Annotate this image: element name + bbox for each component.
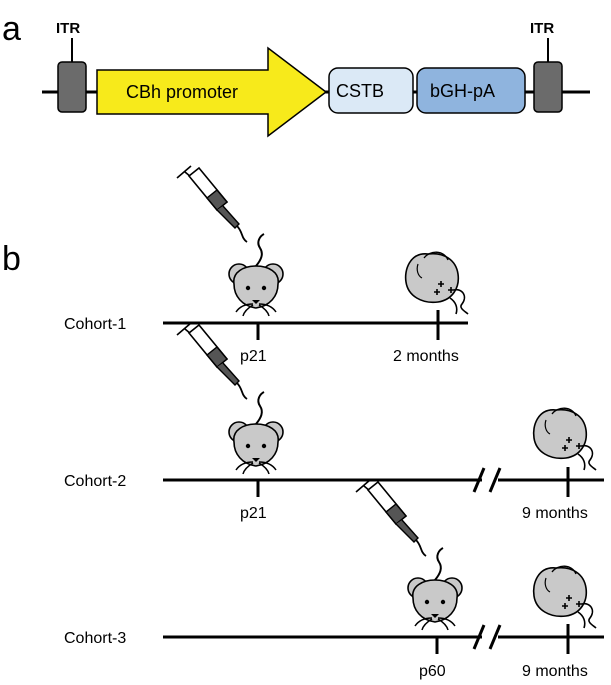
cohort-2-endpoint-label: 9 months bbox=[522, 505, 588, 522]
cohort-1-timeline: Cohort-1 p21 2 months bbox=[64, 165, 469, 365]
cohort-2-syringe-icon bbox=[176, 322, 248, 400]
cohort-3-injection-label: p60 bbox=[419, 663, 446, 680]
bgh-pa-block bbox=[416, 67, 526, 114]
cohort-1-syringe-icon bbox=[176, 165, 248, 243]
cohort-2-injection-label: p21 bbox=[240, 505, 267, 522]
panel-a-letter: a bbox=[2, 10, 21, 48]
cohort-1-dead-mouse-icon bbox=[404, 251, 469, 315]
cohort-1-endpoint-label: 2 months bbox=[393, 348, 459, 365]
cohort-3-endpoint-label: 9 months bbox=[522, 663, 588, 680]
cohort-2-label: Cohort-2 bbox=[64, 473, 126, 490]
cbh-promoter-arrow bbox=[96, 46, 328, 138]
cohort-1-live-mouse-icon bbox=[228, 233, 284, 317]
cohort-3-syringe-icon bbox=[355, 479, 427, 557]
cohort-3-dead-mouse-icon bbox=[532, 565, 597, 629]
itr-right-block bbox=[533, 61, 563, 113]
itr-left-block bbox=[57, 61, 87, 113]
itr-right-label: ITR bbox=[530, 20, 554, 37]
cohort-1-label: Cohort-1 bbox=[64, 316, 126, 333]
cohort-3-live-mouse-icon bbox=[407, 547, 463, 631]
cohort-2-live-mouse-icon bbox=[228, 391, 284, 475]
itr-left-label: ITR bbox=[56, 20, 80, 37]
cohort-2-timeline: Cohort-2 p21 9 months bbox=[64, 322, 604, 522]
cohort-3-axis-break bbox=[472, 624, 502, 650]
cohort-3-label: Cohort-3 bbox=[64, 630, 126, 647]
bgh-pa-label: bGH-pA bbox=[430, 81, 495, 101]
cohort-2-dead-mouse-icon bbox=[532, 407, 597, 471]
cohort-3-timeline: Cohort-3 p60 9 months bbox=[64, 479, 604, 680]
panel-b-letter: b bbox=[2, 240, 21, 278]
cbh-promoter-label: CBh promoter bbox=[126, 82, 238, 102]
cstb-block bbox=[328, 67, 414, 114]
cstb-label: CSTB bbox=[336, 81, 384, 101]
cohort-1-injection-label: p21 bbox=[240, 348, 267, 365]
cohort-2-axis-break bbox=[472, 467, 502, 493]
